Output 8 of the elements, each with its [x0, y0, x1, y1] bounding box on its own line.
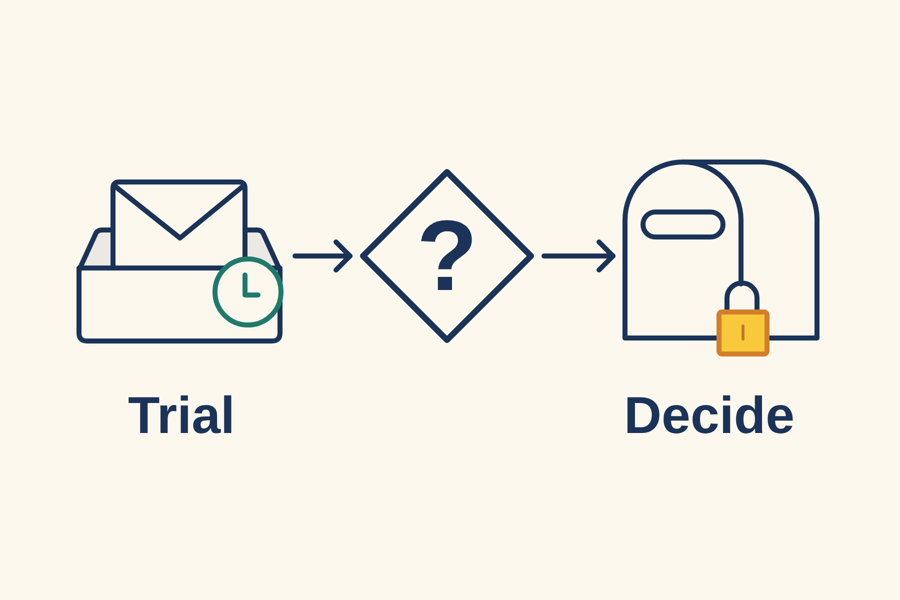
arrow — [542, 240, 616, 272]
arrow — [292, 240, 352, 272]
question-mark: ? — [416, 206, 478, 306]
decision-diamond — [359, 168, 535, 344]
step-label: Trial — [128, 390, 235, 442]
mailbox-illustration — [622, 160, 820, 358]
step-label: Decide — [624, 390, 795, 442]
inbox-illustration — [76, 180, 286, 344]
